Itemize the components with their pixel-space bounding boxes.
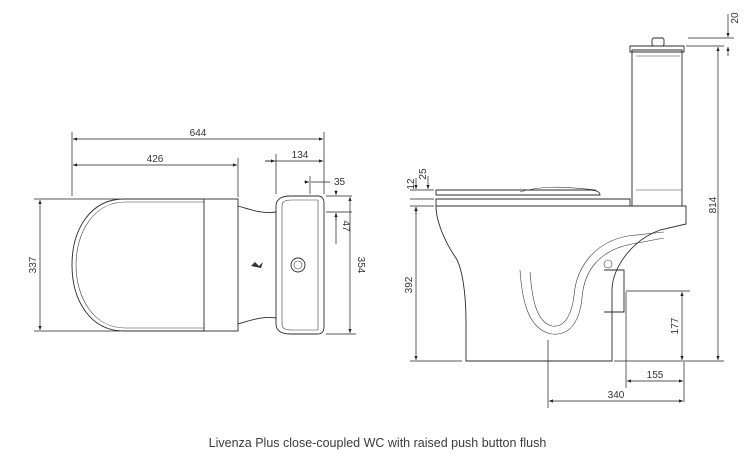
seat-lid-side xyxy=(435,189,601,196)
dim-outlet-set-back-label: 155 xyxy=(647,370,664,381)
side-view: 20 814 12 25 392 177 155 340 xyxy=(404,12,741,408)
dim-outlet-height-label: 177 xyxy=(670,317,681,334)
spigot-outlet xyxy=(604,269,625,313)
dim-footprint-depth-label: 340 xyxy=(608,390,625,401)
seat-side xyxy=(435,198,631,207)
dim-seat-gap-label: 25 xyxy=(418,168,429,180)
cistern-plan-inner xyxy=(281,199,319,331)
flush-button-plan-icon xyxy=(290,257,306,273)
trap-inner xyxy=(529,231,665,327)
pan-neck xyxy=(237,205,277,325)
dim-pan-height-label: 392 xyxy=(404,276,415,293)
dim-overall-height-label: 814 xyxy=(708,196,719,213)
brand-logo-icon xyxy=(251,262,263,268)
pan-body-side xyxy=(435,205,687,362)
trap-outline xyxy=(519,237,665,335)
dim-overall-length-label: 644 xyxy=(190,128,207,139)
dim-button-height-label: 20 xyxy=(730,12,741,24)
pan-rear-block xyxy=(203,198,239,332)
cistern-lid xyxy=(629,45,685,53)
dim-cistern-width-label: 354 xyxy=(355,257,366,274)
dim-seat-thickness-label: 12 xyxy=(406,178,417,190)
seat-inner-outline xyxy=(75,201,204,329)
dim-button-offset-label: 35 xyxy=(334,177,346,188)
seat-outline xyxy=(71,198,204,332)
plan-view: 644 426 134 35 47 337 354 xyxy=(28,128,366,335)
cistern-side xyxy=(631,49,683,207)
seat-hinge xyxy=(519,186,597,193)
dim-pan-length-label: 426 xyxy=(147,154,164,165)
figure-caption: Livenza Plus close-coupled WC with raise… xyxy=(208,436,547,450)
flush-button-plan-inner-icon xyxy=(293,260,303,270)
dim-seat-width-label: 337 xyxy=(28,256,39,273)
dim-button-center-label: 47 xyxy=(340,220,351,232)
cistern-plan xyxy=(275,195,325,335)
flush-button-side-icon xyxy=(651,37,665,47)
dim-cistern-depth-label: 134 xyxy=(292,150,309,161)
